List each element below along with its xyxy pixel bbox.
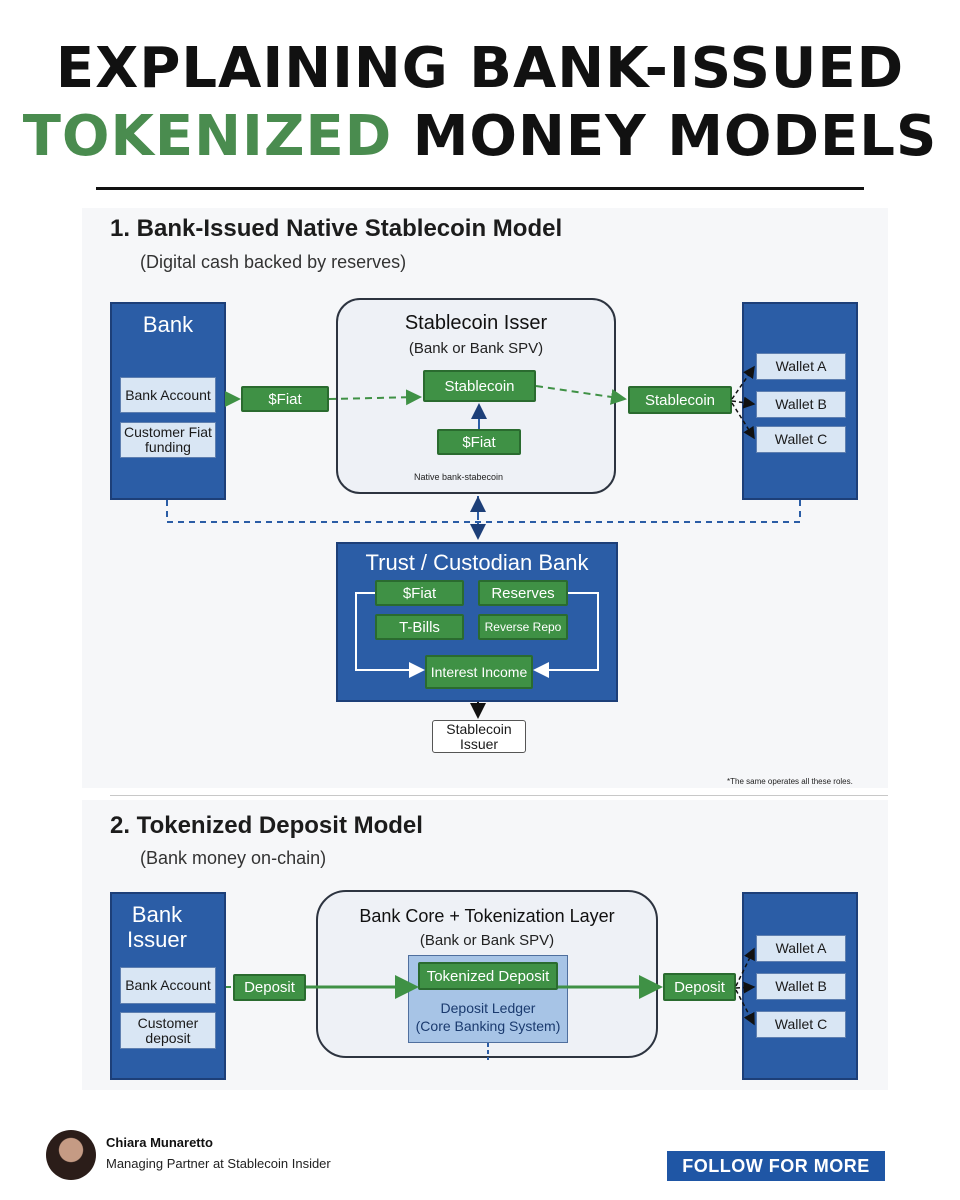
wallet-b: Wallet B xyxy=(756,391,846,418)
deposit-in-box: Deposit xyxy=(233,974,306,1001)
s2-wallet-b: Wallet B xyxy=(756,973,846,1000)
title-accent: TOKENIZED xyxy=(22,104,393,169)
page-title-line1: EXPLAINING BANK-ISSUED xyxy=(55,36,905,101)
issuer-title: Stablecoin Isser xyxy=(404,312,548,334)
custodian-title: Trust / Custodian Bank xyxy=(365,550,589,575)
custodian-fiat: $Fiat xyxy=(375,580,464,606)
core-title: Bank Core + Tokenization Layer xyxy=(359,906,615,926)
fiat-flow-box: $Fiat xyxy=(241,386,329,412)
issuer-note: Native bank-stabecoin xyxy=(414,472,504,482)
bank-title: Bank xyxy=(142,312,194,337)
stablecoin-out-box: Stablecoin xyxy=(628,386,732,414)
s2-wallet-a: Wallet A xyxy=(756,935,846,962)
issuer-stablecoin-box: Stablecoin xyxy=(423,370,536,402)
wallet-c: Wallet C xyxy=(756,426,846,453)
issuer-subtitle: (Bank or Bank SPV) xyxy=(408,340,544,357)
ledger-subtitle: (Core Banking System) xyxy=(415,1018,561,1034)
custodian-tbills: T-Bills xyxy=(375,614,464,640)
section1-subtitle: (Digital cash backed by reserves) xyxy=(140,252,407,272)
section2-heading: 2. Tokenized Deposit Model xyxy=(110,812,423,839)
follow-button[interactable]: FOLLOW FOR MORE xyxy=(667,1151,885,1181)
page-title-line2: TOKENIZED MONEY MODELS xyxy=(0,106,960,168)
bottom-stablecoin-issuer: Stablecoin Issuer xyxy=(432,720,526,753)
title-rule xyxy=(96,187,864,190)
ledger-title: Deposit Ledger xyxy=(440,1000,536,1016)
interest-income-box: Interest Income xyxy=(425,655,533,689)
bank-issuer-title: Bank Issuer xyxy=(127,902,187,952)
section1-heading: 1. Bank-Issued Native Stablecoin Model xyxy=(110,215,563,242)
author-role: Managing Partner at Stablecoin Insider xyxy=(106,1156,331,1171)
issuer-fiat-box: $Fiat xyxy=(437,429,521,455)
title-rest: MONEY MODELS xyxy=(392,104,938,169)
s2-customer-deposit: Customer deposit xyxy=(120,1012,216,1049)
deposit-out-box: Deposit xyxy=(663,973,736,1001)
custodian-reserves: Reserves xyxy=(478,580,568,606)
wallet-a: Wallet A xyxy=(756,353,846,380)
s2-bank-account: Bank Account xyxy=(120,967,216,1004)
section2-subtitle: (Bank money on-chain) xyxy=(140,848,327,868)
tokenized-deposit-box: Tokenized Deposit xyxy=(418,962,558,990)
section-divider xyxy=(110,795,888,796)
author-avatar xyxy=(46,1130,96,1180)
core-subtitle: (Bank or Bank SPV) xyxy=(419,932,555,949)
custodian-reverse-repo: Reverse Repo xyxy=(478,614,568,640)
author-name: Chiara Munaretto xyxy=(106,1135,213,1150)
section1-footnote: *The same operates all these roles. xyxy=(727,777,853,786)
customer-fiat-box: Customer Fiat funding xyxy=(120,422,216,458)
s2-wallet-c: Wallet C xyxy=(756,1011,846,1038)
bank-account-box: Bank Account xyxy=(120,377,216,413)
